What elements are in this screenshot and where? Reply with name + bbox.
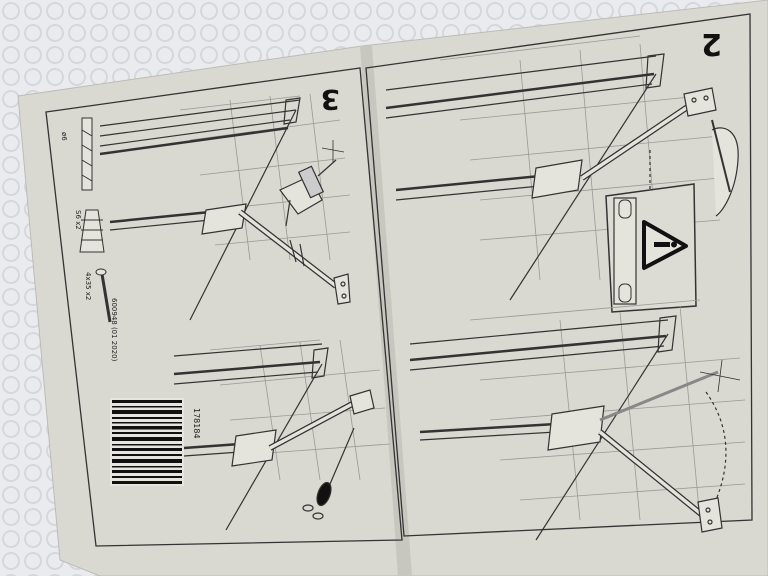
step-3-panel: 3 ø6 S6 x2 4x35 x2 bbox=[60, 83, 391, 531]
step-number-3: 3 bbox=[321, 83, 340, 116]
part-number: 600948 (01 2020) bbox=[110, 298, 118, 362]
barcode-number: 178184 bbox=[192, 408, 201, 439]
dowel-icon bbox=[81, 117, 93, 191]
wall-plug-label: S6 x2 bbox=[74, 210, 82, 230]
left-page-border bbox=[45, 67, 403, 547]
screw-label: 4x35 x2 bbox=[84, 272, 92, 300]
screwdriver-icon bbox=[316, 427, 355, 507]
screw-icon bbox=[95, 268, 112, 323]
drill-icon bbox=[279, 159, 337, 227]
warning-triangle-icon bbox=[642, 220, 688, 270]
bracket-drilling-illustration bbox=[99, 93, 351, 321]
wall-plug-icon bbox=[79, 209, 105, 253]
inset-warning-box bbox=[605, 183, 697, 313]
step-number-2: 2 bbox=[701, 26, 722, 61]
barcode bbox=[110, 398, 184, 486]
spirit-level-icon bbox=[613, 197, 637, 305]
bracket-positioning-illustration bbox=[409, 299, 746, 541]
bracket-screwing-illustration bbox=[173, 339, 391, 531]
step-2-panel: 2 bbox=[385, 26, 746, 541]
hand-with-pencil-icon bbox=[711, 119, 739, 217]
dowel-label: ø6 bbox=[60, 132, 68, 141]
right-page-border bbox=[365, 13, 753, 537]
parts-list: ø6 S6 x2 4x35 x2 bbox=[60, 117, 112, 323]
